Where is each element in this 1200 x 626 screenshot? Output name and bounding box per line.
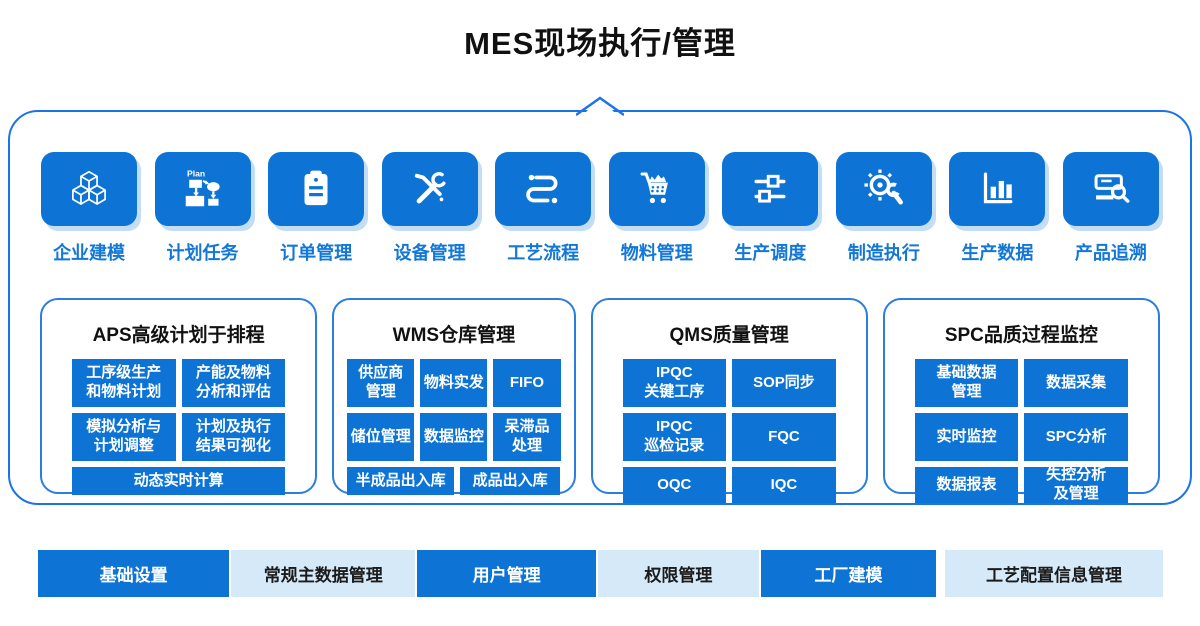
module-material-management: 物料管理 [608,152,706,265]
panels-row: APS高级计划于排程 工序级生产 和物料计划 产能及物料 分析和评估 模拟分析与… [40,298,1160,503]
module-process-flow: 工艺流程 [494,152,592,265]
module-equipment-management: 设备管理 [381,152,479,265]
panel-cell: FQC [732,413,836,461]
svg-text:Plan: Plan [187,168,205,178]
module-production-data: 生产数据 [948,152,1046,265]
module-label: 生产调度 [734,243,807,263]
panel-title: QMS质量管理 [669,325,789,346]
panel-cell: 物料实发 [420,359,488,407]
module-order-management: 订单管理 [267,152,365,265]
panel-aps-grid: 工序级生产 和物料计划 产能及物料 分析和评估 模拟分析与 计划调整 计划及执行… [72,359,286,495]
cubes-icon [41,152,137,226]
module-manufacturing-execution: 制造执行 [835,152,933,265]
module-label: 生产数据 [961,243,1034,263]
module-label: 产品追溯 [1074,243,1147,263]
panel-cell: 基础数据 管理 [914,359,1019,407]
footer-item-master-data-management: 常规主数据管理 [231,550,416,597]
panel-cell: 数据监控 [420,413,488,461]
module-label: 物料管理 [620,243,693,263]
panel-cell: FIFO [493,359,561,407]
panel-cell: 供应商 管理 [347,359,415,407]
panel-cell: IPQC 关键工序 [622,359,727,407]
module-plan-tasks: Plan 计划任务 [154,152,252,265]
panel-cell: 产能及物料 分析和评估 [181,359,286,407]
panel-cell: 计划及执行 结果可视化 [181,413,286,461]
panel-cell: 呆滞品 处理 [493,413,561,461]
panel-qms: QMS质量管理 IPQC 关键工序 SOP同步 IPQC 巡检记录 FQC OQ… [590,298,868,503]
panel-cell: 成品出入库 [459,467,561,495]
panel-wms: WMS仓库管理 供应商 管理 物料实发 FIFO 储位管理 数据监控 呆滞品 处… [332,298,576,495]
panel-cell: SOP同步 [732,359,836,407]
module-label: 企业建模 [53,243,125,263]
footer-item-process-config-management: 工艺配置信息管理 [944,550,1164,597]
panel-aps: APS高级计划于排程 工序级生产 和物料计划 产能及物料 分析和评估 模拟分析与… [40,298,318,495]
footer-item-factory-modeling: 工厂建模 [760,550,936,597]
panel-cell: IQC [732,467,836,503]
panel-title: APS高级计划于排程 [92,325,265,346]
module-label: 制造执行 [847,243,920,263]
gear-wrench-icon [835,152,932,226]
module-label: 订单管理 [280,243,353,263]
panel-title: WMS仓库管理 [392,325,516,346]
panel-qms-grid: IPQC 关键工序 SOP同步 IPQC 巡检记录 FQC OQC IQC [622,359,836,503]
panel-spc: SPC品质过程监控 基础数据 管理 数据采集 实时监控 SPC分析 数据报表 失… [882,298,1160,503]
page-title: MES现场执行/管理 [464,26,736,61]
clipboard-icon [268,152,365,226]
modules-row: 企业建模 Plan [40,152,1160,265]
bar-chart-icon [949,152,1046,226]
footer-bar: 基础设置 常规主数据管理 用户管理 权限管理 工厂建模 工艺配置信息管理 [38,550,1164,597]
module-production-scheduling: 生产调度 [721,152,819,265]
panel-cell: OQC [622,467,727,503]
footer-item-permission-management: 权限管理 [598,550,759,597]
module-enterprise-modeling: 企业建模 [40,152,138,265]
panel-cell: SPC分析 [1024,413,1128,461]
module-label: 设备管理 [393,243,466,263]
module-label: 计划任务 [166,243,239,263]
plan-flowchart-icon: Plan [154,152,251,226]
panel-wms-grid-bottom: 半成品出入库 成品出入库 [347,467,561,495]
panel-wms-grid-top: 供应商 管理 物料实发 FIFO 储位管理 数据监控 呆滞品 处理 [347,359,561,461]
brace-peak [576,96,624,119]
panel-cell: 模拟分析与 计划调整 [72,413,176,461]
modules-frame: 企业建模 Plan [8,96,1192,505]
panel-title: SPC品质过程监控 [944,325,1098,346]
panel-cell: IPQC 巡检记录 [622,413,727,461]
panel-cell: 数据报表 [914,467,1019,503]
panel-cell: 失控分析 及管理 [1024,466,1128,503]
sliders-icon [722,152,819,226]
panel-cell: 实时监控 [914,413,1019,461]
panel-cell: 半成品出入库 [347,467,454,495]
tools-icon [381,152,478,226]
cart-icon [608,152,705,226]
panel-spc-grid: 基础数据 管理 数据采集 实时监控 SPC分析 数据报表 失控分析 及管理 [914,359,1128,503]
footer-item-user-management: 用户管理 [417,550,596,597]
process-route-icon [495,152,592,226]
panel-cell: 工序级生产 和物料计划 [72,359,176,407]
module-product-traceability: 产品追溯 [1062,152,1160,265]
module-label: 工艺流程 [507,243,580,263]
panel-cell: 动态实时计算 [72,467,286,495]
document-search-icon [1062,152,1159,226]
panel-cell: 数据采集 [1024,359,1128,407]
panel-cell: 储位管理 [347,413,415,461]
footer-item-basic-settings: 基础设置 [38,550,230,597]
